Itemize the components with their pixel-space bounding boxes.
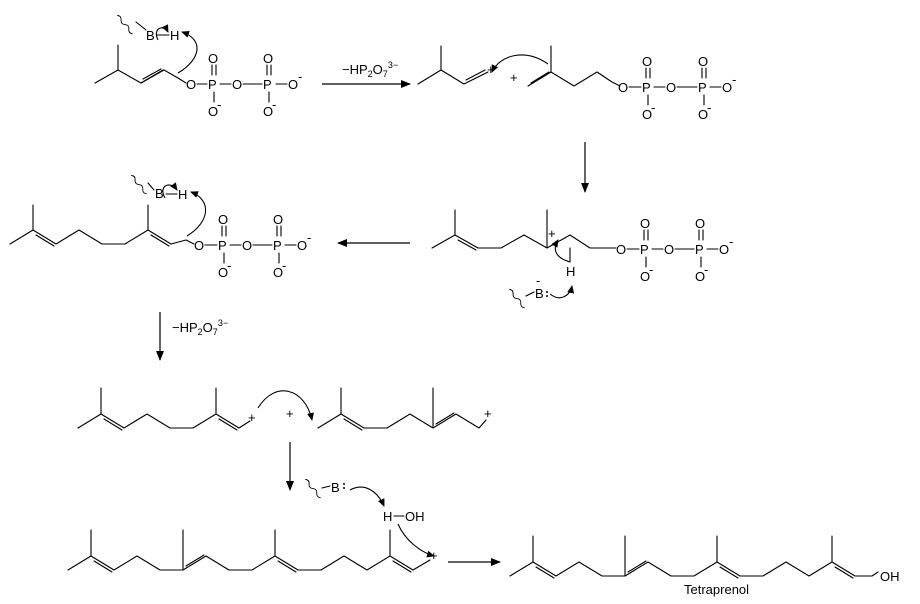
oxygen-atom: O [208, 51, 218, 66]
oxygen-atom: O [232, 77, 242, 92]
base-h-group: B H [117, 14, 179, 43]
curly-arrow [155, 24, 169, 41]
plus-charge: + [548, 226, 556, 241]
dmapp-molecule: O P O O - O P O O - O - [94, 44, 302, 119]
allylic-cation: + [417, 45, 495, 85]
base-atom: B [155, 186, 164, 201]
plus-charge: + [484, 406, 492, 421]
base-group: B - [509, 273, 548, 309]
oxygen-atom: O [273, 265, 283, 280]
hydroxyl-group: OH [880, 569, 900, 584]
oxygen-atom: O [695, 216, 705, 231]
base-group: B [305, 478, 345, 499]
oxygen-atom: O [664, 242, 674, 257]
phosphorus-atom: P [695, 242, 704, 257]
phosphorus-atom: P [218, 238, 227, 253]
oxygen-atom: O [186, 77, 196, 92]
minus-charge: - [282, 258, 286, 273]
oxygen-atom: O [242, 238, 252, 253]
hydrogen-atom: H [383, 509, 392, 524]
oxygen-atom: O [263, 104, 273, 119]
minus-charge: - [298, 69, 302, 84]
hydroxyl-group: OH [405, 509, 425, 524]
tetraprenol-molecule: OH [509, 535, 900, 584]
oxygen-atom: O [722, 80, 732, 95]
oxygen-atom: O [273, 212, 283, 227]
oxygen-atom: O [208, 104, 218, 119]
oxygen-atom: O [297, 238, 307, 253]
phosphorus-atom: P [698, 80, 707, 95]
hydrogen-atom: H [170, 28, 179, 43]
ipp-molecule: O P O O - O P O O - O - [527, 45, 736, 122]
minus-charge: - [729, 234, 733, 249]
plus-charge: + [248, 410, 256, 425]
oxygen-atom: O [218, 265, 228, 280]
curly-arrow [349, 486, 385, 507]
curly-arrow [551, 239, 571, 263]
oxygen-atom: O [642, 54, 652, 69]
phosphorus-atom: P [273, 238, 282, 253]
base-atom: B [535, 286, 544, 301]
minus-charge: - [707, 100, 711, 115]
tetraprenyl-cation: + [67, 529, 438, 573]
curly-arrow [162, 182, 178, 199]
oxygen-atom: O [698, 54, 708, 69]
minus-charge: - [307, 230, 311, 245]
curly-arrow [177, 31, 198, 74]
base-atom: B [331, 480, 340, 495]
oxygen-atom: O [618, 80, 628, 95]
base-atom: B [146, 28, 155, 43]
plus-charge: + [430, 548, 438, 563]
oxygen-atom: O [616, 242, 626, 257]
minus-charge: - [536, 273, 540, 288]
base-h-group: B H [131, 174, 187, 202]
phosphorus-atom: P [642, 80, 651, 95]
plus-sign: + [286, 406, 294, 421]
oxygen-atom: O [194, 238, 204, 253]
curly-arrow [257, 390, 314, 421]
oxygen-atom: O [719, 242, 729, 257]
oxygen-atom: O [288, 77, 298, 92]
loss-label: −HP2O73− [342, 60, 398, 79]
oxygen-atom: O [640, 216, 650, 231]
product-name: Tetraprenol [684, 582, 749, 597]
gpp-molecule: O P O O - O P O O - O - [9, 204, 311, 280]
oxygen-atom: O [642, 107, 652, 122]
oxygen-atom: O [218, 212, 228, 227]
allylic-unit: + [317, 387, 492, 431]
loss-label: −HP2O73− [172, 318, 228, 337]
phosphorus-atom: P [640, 242, 649, 257]
minus-charge: - [649, 262, 653, 277]
minus-charge: - [651, 100, 655, 115]
minus-charge: - [704, 262, 708, 277]
curly-arrow [186, 191, 207, 237]
minus-charge: - [227, 258, 231, 273]
phosphorus-atom: P [208, 77, 217, 92]
curly-arrow [397, 523, 435, 558]
oxygen-atom: O [640, 269, 650, 284]
oxygen-atom: O [666, 80, 676, 95]
water-molecule: H OH [383, 509, 425, 524]
plus-charge: + [487, 62, 495, 77]
curly-arrow [549, 285, 575, 299]
phosphorus-atom: P [263, 77, 272, 92]
carbocation-intermediate: + H O P O O - O P O O - O - [431, 209, 733, 284]
hydrogen-atom: H [566, 264, 575, 279]
oxygen-atom: O [698, 107, 708, 122]
minus-charge: - [272, 97, 276, 112]
minus-charge: - [732, 72, 736, 87]
curly-arrow [491, 54, 549, 73]
oxygen-atom: O [263, 51, 273, 66]
oxygen-atom: O [695, 269, 705, 284]
hydrogen-atom: H [178, 187, 187, 202]
plus-sign: + [510, 70, 518, 85]
geranyl-cation: + [77, 387, 256, 431]
minus-charge: - [217, 97, 221, 112]
